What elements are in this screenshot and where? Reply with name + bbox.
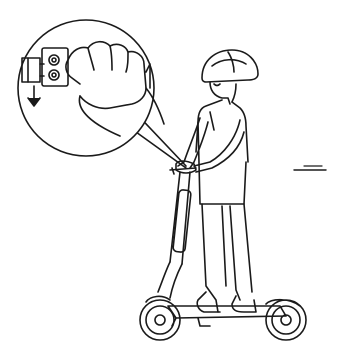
rider [176,50,258,312]
helmet-icon [202,50,258,82]
rider-arms [176,118,244,173]
scooter-stem [158,172,191,298]
scooter-deck [168,306,286,326]
rider-legs [197,204,256,312]
front-wheel [140,296,180,340]
rear-wheel [266,300,306,340]
horizontal-dash-marker [294,166,326,170]
electric-scooter [140,168,306,340]
callout-circle [18,20,154,156]
